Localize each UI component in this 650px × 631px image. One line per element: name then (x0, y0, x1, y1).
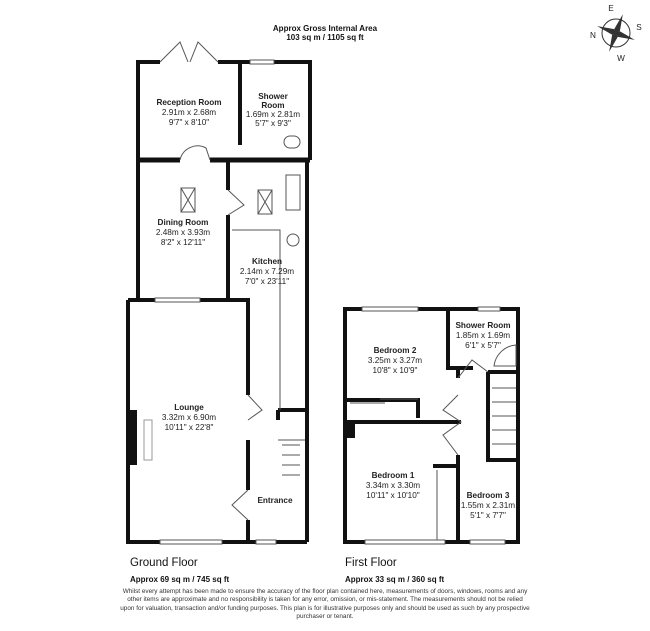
room-name: Reception Room (156, 98, 221, 107)
ground-floor-fixtures (143, 41, 305, 545)
room-bedroom-2: Bedroom 2 3.25m x 3.27m 10'8" x 10'9" (368, 346, 422, 375)
disclaimer: Whilst every attempt has been made to en… (120, 588, 530, 621)
room-imperial: 5'7" x 9'3" (255, 119, 291, 128)
room-imperial: 7'0" x 23'11" (245, 277, 289, 286)
room-metric: 2.14m x 7.29m (240, 267, 294, 276)
room-name: Dining Room (158, 218, 209, 227)
compass-n: N (590, 31, 596, 40)
first-floor-title: First Floor (345, 557, 397, 569)
compass-icon: E S N W (590, 4, 642, 63)
room-imperial: 6'1" x 5'7" (465, 341, 501, 350)
room-metric: 3.32m x 6.90m (162, 413, 216, 422)
room-metric: 1.55m x 2.31m (461, 501, 515, 510)
room-bedroom-1: Bedroom 1 3.34m x 3.30m 10'11" x 10'10" (366, 471, 420, 500)
room-imperial: 5'1" x 7'7" (470, 511, 506, 520)
ground-floor-area: Approx 69 sq m / 745 sq ft (130, 575, 230, 584)
room-imperial: 10'8" x 10'9" (373, 366, 418, 375)
room-shower-first: Shower Room 1.85m x 1.69m 6'1" x 5'7" (455, 321, 510, 350)
room-name: Bedroom 2 (374, 346, 417, 355)
room-name: Entrance (257, 496, 292, 505)
room-name: Bedroom 3 (467, 491, 510, 500)
room-bedroom-3: Bedroom 3 1.55m x 2.31m 5'1" x 7'7" (461, 491, 515, 520)
room-metric: 3.34m x 3.30m (366, 481, 420, 490)
room-metric: 1.85m x 1.69m (456, 331, 510, 340)
first-floor-area: Approx 33 sq m / 360 sq ft (345, 575, 445, 584)
first-floor-walls (343, 307, 520, 544)
ground-floor-title: Ground Floor (130, 557, 198, 569)
room-name: Room (261, 101, 284, 110)
room-shower-ground: Shower Room 1.69m x 2.81m 5'7" x 9'3" (246, 92, 300, 128)
compass-w: W (617, 54, 625, 63)
room-metric: 1.69m x 2.81m (246, 110, 300, 119)
compass-e: E (608, 4, 614, 13)
room-name: Lounge (174, 403, 204, 412)
room-metric: 2.91m x 2.68m (162, 108, 216, 117)
room-lounge: Lounge 3.32m x 6.90m 10'11" x 22'8" (162, 403, 216, 432)
room-entrance: Entrance (257, 496, 292, 505)
compass-s: S (636, 23, 642, 32)
room-name: Shower Room (455, 321, 510, 330)
gross-area-value: 103 sq m / 1105 sq ft (286, 33, 364, 42)
room-imperial: 10'11" x 22'8" (165, 423, 214, 432)
room-imperial: 9'7" x 8'10" (169, 118, 209, 127)
room-name: Bedroom 1 (372, 471, 415, 480)
room-name: Shower (258, 92, 288, 101)
first-floor-fixtures (350, 306, 517, 545)
room-kitchen: Kitchen 2.14m x 7.29m 7'0" x 23'11" (240, 257, 294, 286)
room-metric: 3.25m x 3.27m (368, 356, 422, 365)
room-reception: Reception Room 2.91m x 2.68m 9'7" x 8'10… (156, 98, 221, 127)
ground-floor-walls (126, 60, 312, 544)
room-dining: Dining Room 2.48m x 3.93m 8'2" x 12'11" (156, 218, 210, 247)
gross-area-header: Approx Gross Internal Area 103 sq m / 11… (0, 24, 650, 42)
room-imperial: 8'2" x 12'11" (161, 238, 205, 247)
room-imperial: 10'11" x 10'10" (366, 491, 419, 500)
room-metric: 2.48m x 3.93m (156, 228, 210, 237)
gross-area-label: Approx Gross Internal Area (272, 24, 378, 33)
room-name: Kitchen (252, 257, 282, 266)
